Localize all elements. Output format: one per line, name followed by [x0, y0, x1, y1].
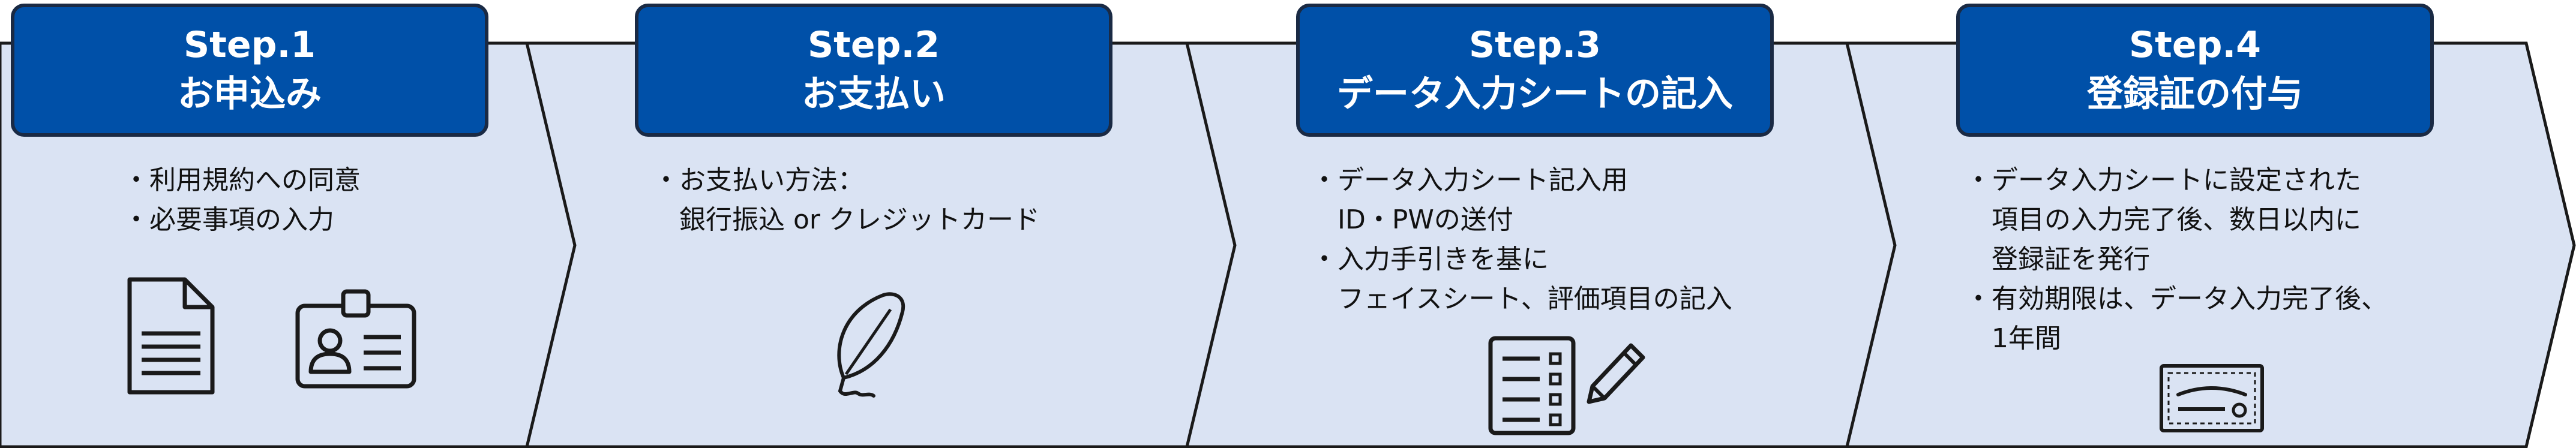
step-1-line: ・利用規約への同意 — [123, 165, 361, 196]
step-3-line: ・データ入力シート記入用 — [1311, 165, 1628, 196]
step-3-line: フェイスシート、評価項目の記入 — [1311, 284, 1732, 314]
step-1-header: Step.1 お申込み — [11, 4, 488, 137]
step-4-header: Step.4 登録証の付与 — [1956, 4, 2434, 137]
step-3-header: Step.3 データ入力シートの記入 — [1296, 4, 1774, 137]
step-4-description: ・データ入力シートに設定された 項目の入力完了後、数日以内に 登録証を発行 ・有… — [1965, 161, 2388, 359]
step-2-line: 銀行振込 or クレジットカード — [653, 205, 1040, 235]
step-3-line: ・入力手引きを基に — [1311, 244, 1549, 275]
quill-pen-icon — [837, 292, 905, 398]
step-3-description: ・データ入力シート記入用 ID・PWの送付 ・入力手引きを基に フェイスシート、… — [1311, 161, 1732, 319]
document-icon — [127, 277, 215, 395]
pencil-icon — [1587, 343, 1645, 404]
step-2-description: ・お支払い方法： 銀行振込 or クレジットカード — [653, 161, 1040, 240]
step-4-line: 1年間 — [1965, 323, 2061, 354]
checklist-icon — [1488, 336, 1576, 435]
step-2-header: Step.2 お支払い — [635, 4, 1112, 137]
step-4-number: Step.4 — [2128, 24, 2262, 66]
step-2-number: Step.2 — [807, 24, 940, 66]
certificate-icon — [2160, 364, 2264, 432]
step-1-number: Step.1 — [183, 24, 316, 66]
step-2-line: ・お支払い方法： — [653, 165, 864, 196]
step-3-title: データ入力シートの記入 — [1337, 73, 1733, 115]
step-4-line: ・データ入力シートに設定された — [1965, 165, 2361, 196]
step-4-title: 登録証の付与 — [2087, 73, 2303, 115]
step-4-line: 項目の入力完了後、数日以内に — [1965, 205, 2361, 235]
step-3-line: ID・PWの送付 — [1311, 205, 1513, 235]
step-1-description: ・利用規約への同意 ・必要事項の入力 — [123, 161, 361, 240]
step-3-number: Step.3 — [1468, 24, 1602, 66]
step-1-title: お申込み — [178, 73, 322, 115]
step-4-line: 登録証を発行 — [1965, 244, 2150, 275]
id-card-icon — [295, 289, 416, 389]
step-4-line: ・有効期限は、データ入力完了後、 — [1965, 284, 2388, 314]
step-4-arrow — [1845, 41, 2576, 448]
step-2-title: お支払い — [802, 73, 946, 115]
step-1-line: ・必要事項の入力 — [123, 205, 334, 235]
